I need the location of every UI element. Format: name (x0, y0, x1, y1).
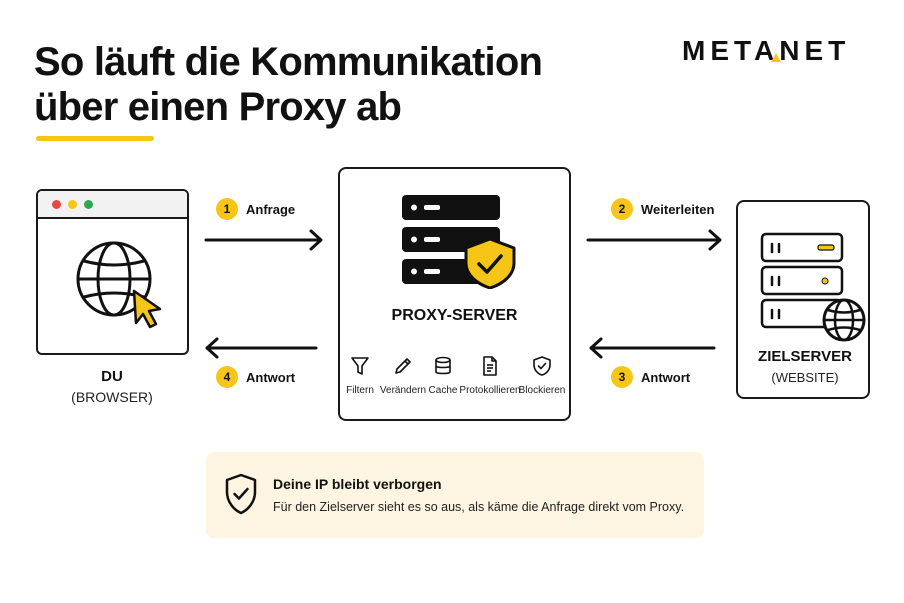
step-2: 2 Weiterleiten (611, 198, 714, 220)
function-log: Protokollieren (459, 355, 521, 396)
proxy-server-box: PROXY-SERVER (338, 167, 571, 421)
title-line-1: So läuft die Kommunikation (34, 40, 543, 84)
pencil-icon (395, 358, 411, 374)
step-number: 4 (216, 366, 238, 388)
step-label: Anfrage (246, 201, 296, 217)
browser-label: DU (101, 368, 123, 385)
step-label: Antwort (641, 369, 691, 385)
target-subtitle: (WEBSITE) (771, 370, 839, 385)
title-line-2: über einen Proxy ab (34, 85, 402, 129)
function-block: Blockieren (512, 355, 572, 396)
function-label: Blockieren (518, 385, 566, 396)
shield-check-icon (533, 356, 551, 376)
info-box: Deine IP bleibt verborgen Für den Zielse… (206, 452, 704, 538)
filter-icon (351, 357, 369, 375)
info-title: Deine IP bleibt verborgen (273, 476, 442, 492)
info-text: Für den Zielserver sieht es so aus, als … (273, 500, 685, 514)
step-3: 3 Antwort (611, 366, 690, 388)
step-number: 3 (611, 366, 633, 388)
function-label: Filtern (346, 385, 374, 396)
browser-subtitle: (BROWSER) (71, 389, 153, 405)
function-label: Protokollieren (459, 385, 521, 396)
shield-check-icon (225, 473, 257, 515)
function-label: Cache (428, 385, 458, 396)
browser-title-bar (38, 191, 187, 219)
step-label: Antwort (246, 369, 296, 385)
maximize-dot-icon (84, 200, 93, 209)
step-label: Weiterleiten (641, 201, 715, 217)
globe-cursor-icon (76, 241, 162, 329)
close-dot-icon (52, 200, 61, 209)
server-shield-icon (402, 195, 516, 289)
database-icon (435, 356, 451, 375)
metanet-logo: METANET (682, 35, 850, 66)
function-modify: Verändern (373, 355, 433, 396)
document-icon (483, 356, 497, 376)
target-server-box (736, 200, 870, 399)
svg-text:METANET: METANET (682, 35, 850, 66)
minimize-dot-icon (68, 200, 77, 209)
step-4: 4 Antwort (216, 366, 295, 388)
server-globe-icon (760, 232, 866, 342)
function-cache: Cache (413, 355, 473, 396)
step-1: 1 Anfrage (216, 198, 295, 220)
function-label: Verändern (379, 385, 427, 396)
page-title: So läuft die Kommunikation über einen Pr… (34, 40, 543, 130)
step-number: 1 (216, 198, 238, 220)
proxy-label: PROXY-SERVER (391, 307, 518, 324)
target-label: ZIELSERVER (758, 348, 852, 365)
title-underline (36, 136, 154, 141)
browser-window (36, 189, 189, 355)
step-number: 2 (611, 198, 633, 220)
function-filter: Filtern (330, 355, 390, 396)
